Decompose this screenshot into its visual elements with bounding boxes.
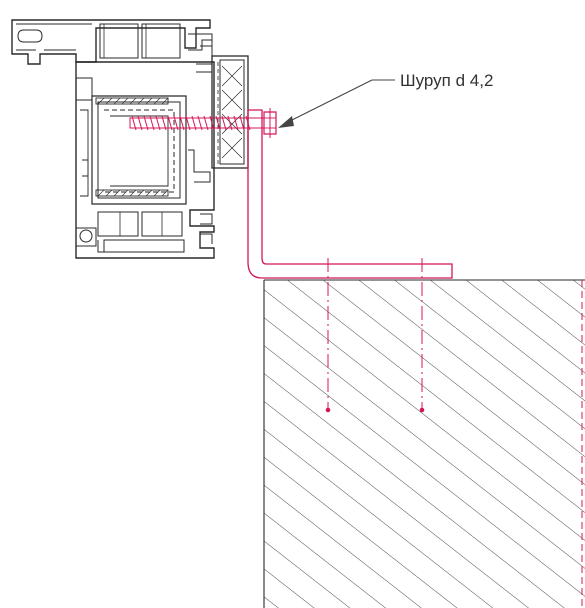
window-frame-profile	[11, 19, 215, 259]
reinforcement-hatch	[97, 97, 169, 197]
screw	[129, 108, 277, 138]
screw-callout: Шуруп d 4,2	[278, 71, 493, 128]
mounting-bracket	[247, 109, 453, 279]
callout-label: Шуруп d 4,2	[400, 71, 493, 90]
wall-section	[263, 279, 585, 608]
anchor-centerlines	[325, 258, 425, 413]
insulation-block	[211, 55, 249, 169]
